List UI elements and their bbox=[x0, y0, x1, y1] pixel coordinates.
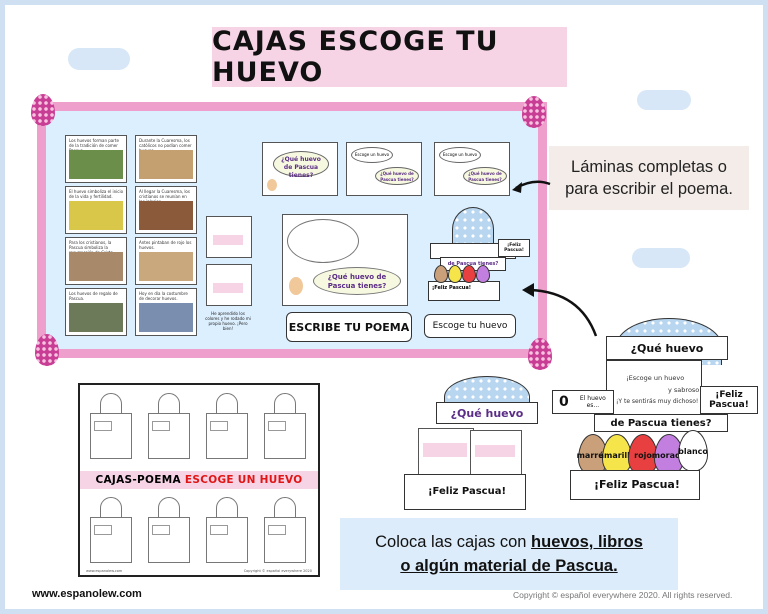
box-net bbox=[88, 495, 132, 567]
right-box-right-tab: ¡Feliz Pascua! bbox=[700, 386, 758, 414]
egg-icon bbox=[31, 94, 55, 126]
sheet-footer-right: Copyright © español everywhere 2020 bbox=[243, 569, 312, 573]
egg-icon bbox=[434, 265, 448, 283]
egg-icon bbox=[462, 265, 476, 283]
right-box-pascua: de Pascua tienes? bbox=[594, 414, 728, 432]
instruction-note: Coloca las cajas con huevos, libros o al… bbox=[340, 518, 678, 590]
right-box-escoge: ¡Escoge un huevo bbox=[626, 374, 685, 382]
lesson-slide: Al llegar la Cuaresma, los cristianos se… bbox=[135, 186, 197, 234]
egg-icon bbox=[522, 96, 546, 128]
right-box-feliz: ¡Feliz Pascua! bbox=[594, 478, 680, 491]
escoge-tu-huevo-label: Escoge tu huevo bbox=[424, 314, 516, 338]
small-box-tab: ¡Feliz Pascua! bbox=[498, 239, 530, 257]
cloud-decoration bbox=[68, 48, 130, 70]
site-link[interactable]: www.espanolew.com bbox=[32, 588, 142, 600]
poem-card bbox=[470, 430, 522, 476]
egg-icon: blanco bbox=[678, 430, 708, 472]
sheet-title-band: CAJAS-POEMA ESCOGE UN HUEVO bbox=[80, 471, 318, 489]
callout-box: Láminas completas o para escribir el poem… bbox=[549, 146, 749, 210]
copyright-text: Copyright © español everywhere 2020. All… bbox=[513, 590, 733, 600]
lesson-slide: Hoy en día la costumbre de decorar huevo… bbox=[135, 288, 197, 336]
cloud-decoration bbox=[637, 90, 691, 110]
arrow-icon bbox=[522, 283, 598, 337]
cloud-decoration bbox=[632, 248, 690, 268]
escribe-tu-poema-label: ESCRIBE TU POEMA bbox=[286, 312, 412, 342]
arrow-icon bbox=[512, 180, 551, 193]
right-box-base bbox=[570, 470, 700, 500]
poem-slide: Escoge un huevo ¿Qué huevo de Pascua tie… bbox=[434, 142, 510, 196]
small-box-egg-top bbox=[452, 207, 494, 244]
egg-icon bbox=[528, 338, 552, 370]
egg-icon bbox=[448, 265, 462, 283]
poem-card bbox=[418, 428, 474, 478]
small-box-base bbox=[428, 281, 500, 301]
callout-line: Láminas completas o bbox=[571, 158, 727, 176]
box-net bbox=[88, 391, 132, 463]
box-net bbox=[146, 391, 190, 463]
box-net bbox=[204, 391, 248, 463]
printable-sheet: CAJAS-POEMA ESCOGE UN HUEVO www.espanole… bbox=[78, 383, 320, 577]
left-box-question: ¿Qué huevo bbox=[436, 402, 538, 424]
box-net bbox=[262, 391, 306, 463]
mini-caption: He aprendido los colores y he rodado mi … bbox=[205, 311, 251, 331]
right-box-body bbox=[606, 360, 702, 418]
right-box-sabroso: y sabroso bbox=[668, 386, 700, 394]
box-net bbox=[204, 495, 248, 567]
lesson-slide: Antes pintaban de rojo los huevos. bbox=[135, 237, 197, 285]
right-box-question: ¿Qué huevo bbox=[606, 336, 728, 360]
lesson-slide: Los huevos de regalo de Pascua. bbox=[65, 288, 127, 336]
right-box-sentiria: ¡Y te sentirás muy dichoso! bbox=[616, 398, 699, 405]
lesson-slide: Para los cristianos, la Pascua simboliza… bbox=[65, 237, 127, 285]
egg-icon bbox=[476, 265, 490, 283]
left-box-feliz: ¡Feliz Pascua! bbox=[428, 486, 507, 497]
mini-worksheet bbox=[206, 216, 252, 258]
page-title: CAJAS ESCOGE TU HUEVO bbox=[212, 26, 567, 88]
box-net bbox=[262, 495, 306, 567]
left-box-base bbox=[404, 474, 526, 510]
mini-worksheet bbox=[206, 264, 252, 306]
classroom-board: Los huevos forman parte de la tradición … bbox=[37, 102, 547, 358]
lesson-slide: El huevo simboliza el inicio de la vida … bbox=[65, 186, 127, 234]
poem-slide: Escoge un huevo ¿Qué huevo de Pascua tie… bbox=[346, 142, 422, 196]
box-net bbox=[146, 495, 190, 567]
lesson-slide: Durante la Cuaresma, los católicos no po… bbox=[135, 135, 197, 183]
sheet-footer-left: www.espanolew.com bbox=[86, 569, 123, 573]
lesson-slide: Los huevos forman parte de la tradición … bbox=[65, 135, 127, 183]
small-box-feliz: ¡Feliz Pascua! bbox=[432, 285, 472, 291]
egg-icon bbox=[35, 334, 59, 366]
callout-line: para escribir el poema. bbox=[565, 180, 733, 198]
